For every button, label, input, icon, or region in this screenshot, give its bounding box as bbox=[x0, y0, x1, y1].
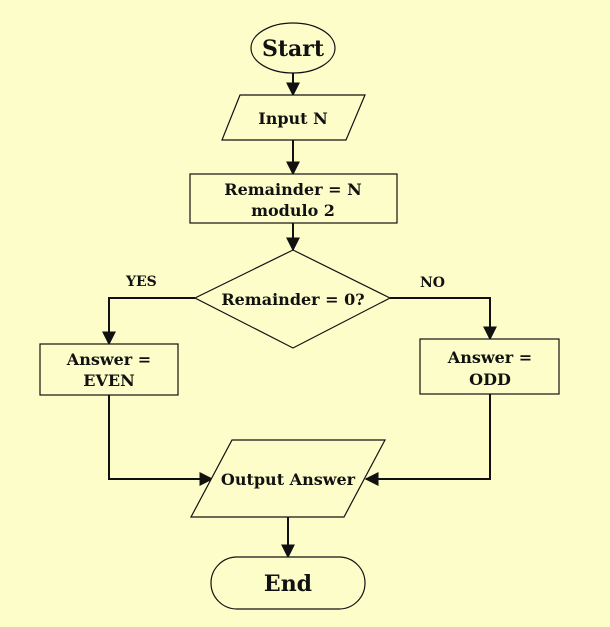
end-terminal bbox=[210, 556, 366, 610]
start-node: Start bbox=[250, 22, 336, 74]
input-label: Input N bbox=[258, 109, 328, 128]
edge-odd-to-output bbox=[364, 394, 491, 486]
decision-diamond bbox=[193, 249, 392, 349]
odd-answer-node: Answer = ODD bbox=[419, 338, 560, 395]
end-label: End bbox=[264, 571, 312, 597]
output-label: Output Answer bbox=[221, 470, 356, 489]
even-answer-node: Answer = EVEN bbox=[39, 343, 179, 396]
even-answer-box bbox=[39, 343, 179, 396]
odd-label-line2: ODD bbox=[469, 370, 511, 389]
decision-label: Remainder = 0? bbox=[221, 290, 364, 309]
end-node: End bbox=[210, 556, 366, 610]
process-label-line1: Remainder = N bbox=[224, 180, 361, 199]
input-parallelogram bbox=[221, 94, 366, 141]
start-oval bbox=[250, 22, 336, 74]
even-label-line1: Answer = bbox=[66, 350, 151, 369]
decision-node: Remainder = 0? bbox=[193, 249, 392, 349]
odd-label-line1: Answer = bbox=[447, 348, 532, 367]
edge-decision-no bbox=[390, 297, 497, 341]
process-label-line2: modulo 2 bbox=[251, 201, 335, 220]
edge-decision-yes bbox=[102, 297, 195, 346]
edge-even-to-output bbox=[108, 395, 214, 486]
input-node: Input N bbox=[221, 94, 366, 141]
odd-answer-box bbox=[419, 338, 560, 395]
branch-yes-label: YES bbox=[125, 274, 157, 290]
branch-no-label: NO bbox=[420, 275, 445, 291]
output-node: Output Answer bbox=[190, 439, 386, 518]
output-parallelogram bbox=[190, 439, 386, 518]
start-label: Start bbox=[262, 36, 325, 62]
process-box bbox=[189, 173, 398, 224]
even-label-line2: EVEN bbox=[83, 371, 134, 390]
process-node: Remainder = N modulo 2 bbox=[189, 173, 398, 224]
